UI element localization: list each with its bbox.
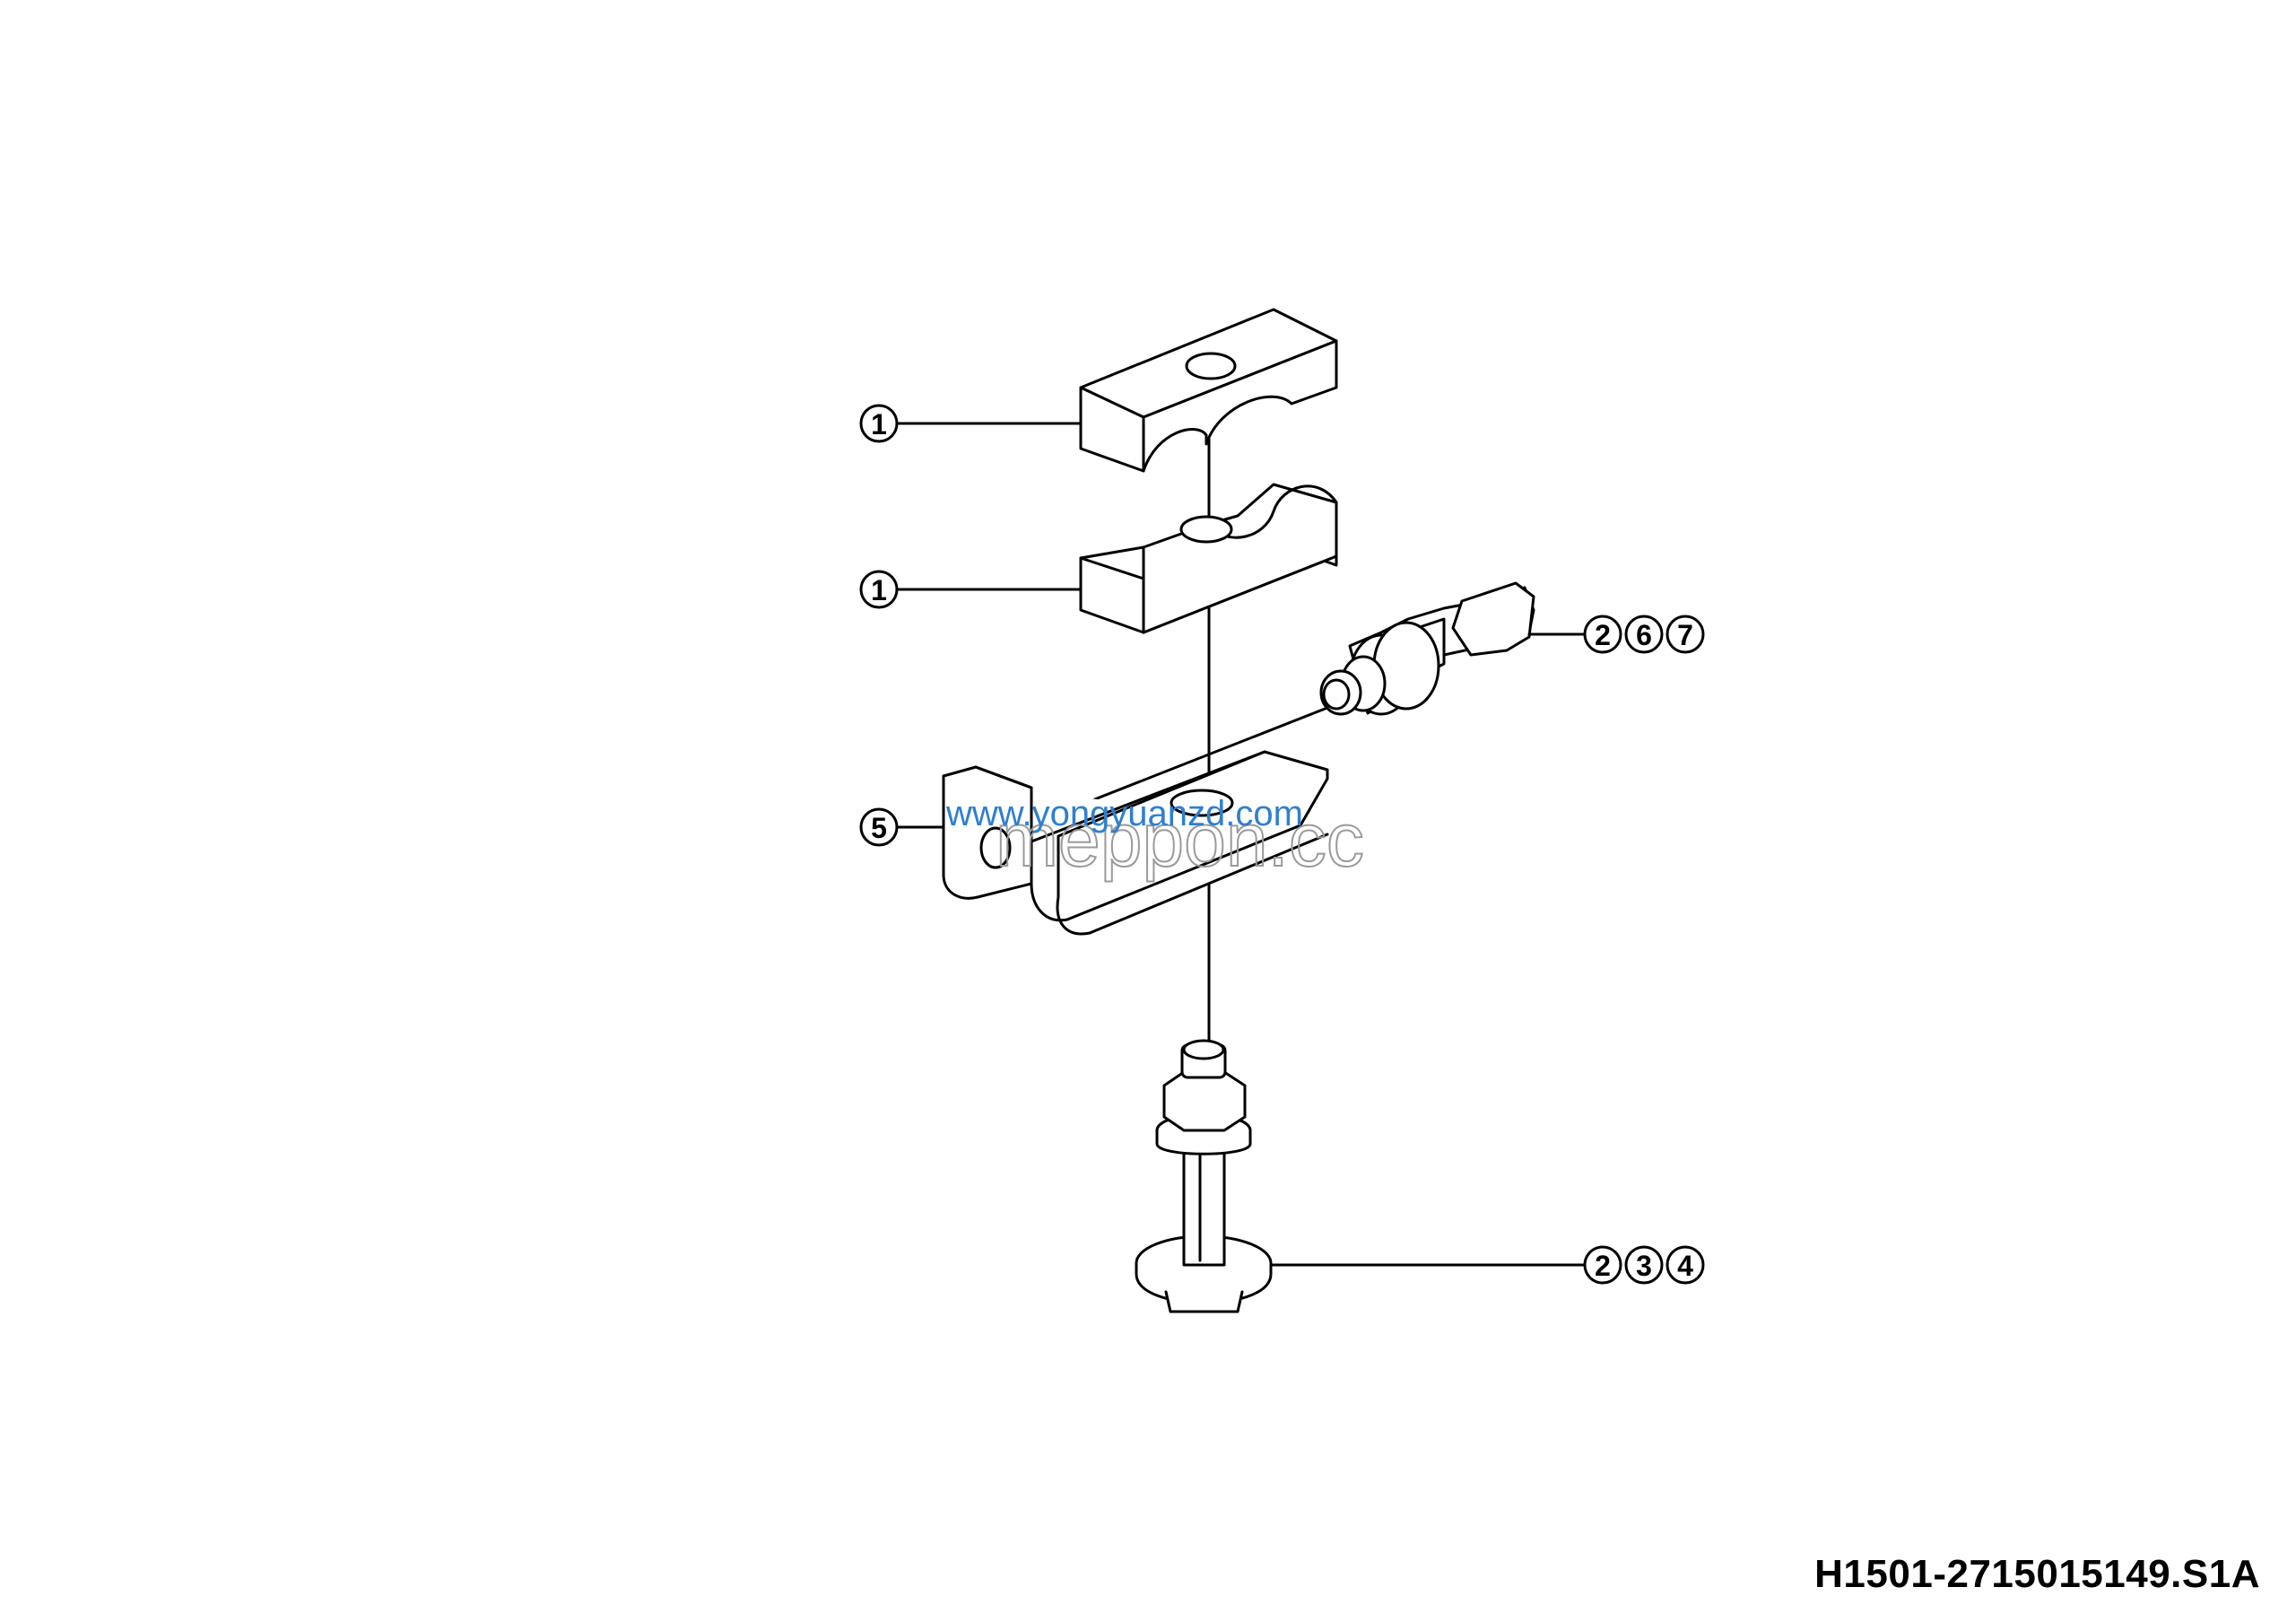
- watermark-gray: meppon.cc: [996, 798, 1364, 882]
- callout-label: 1: [871, 408, 887, 440]
- side-axis-line: [1061, 702, 1338, 814]
- callout-upper-clamp: 1: [859, 404, 899, 443]
- callout-label: 2: [1595, 1250, 1611, 1282]
- drawing-id: H1501-2715015149.S1A: [1814, 1552, 2260, 1596]
- watermark-blue: www.yongyuanzd.com: [945, 794, 1303, 833]
- callout-label: 6: [1636, 619, 1652, 651]
- bottom-bolt-assembly: [1135, 1039, 1273, 1313]
- callout-label: 7: [1677, 619, 1693, 651]
- callout-bracket: 5: [859, 807, 899, 847]
- callout-label: 4: [1677, 1250, 1693, 1282]
- upper-clamp-half: [1079, 308, 1338, 473]
- callout-side-bolt: 2 6 7: [1583, 615, 1705, 654]
- bracket: [942, 750, 1329, 936]
- callout-label: 5: [871, 812, 887, 844]
- lower-clamp-half: [1079, 483, 1338, 634]
- callout-label: 2: [1595, 619, 1611, 651]
- callout-label: 3: [1636, 1250, 1652, 1282]
- side-bolt-assembly: [1319, 581, 1535, 716]
- callout-label: 1: [871, 574, 887, 606]
- callout-lower-clamp: 1: [859, 570, 899, 609]
- callout-bottom-bolt: 2 3 4: [1583, 1245, 1705, 1285]
